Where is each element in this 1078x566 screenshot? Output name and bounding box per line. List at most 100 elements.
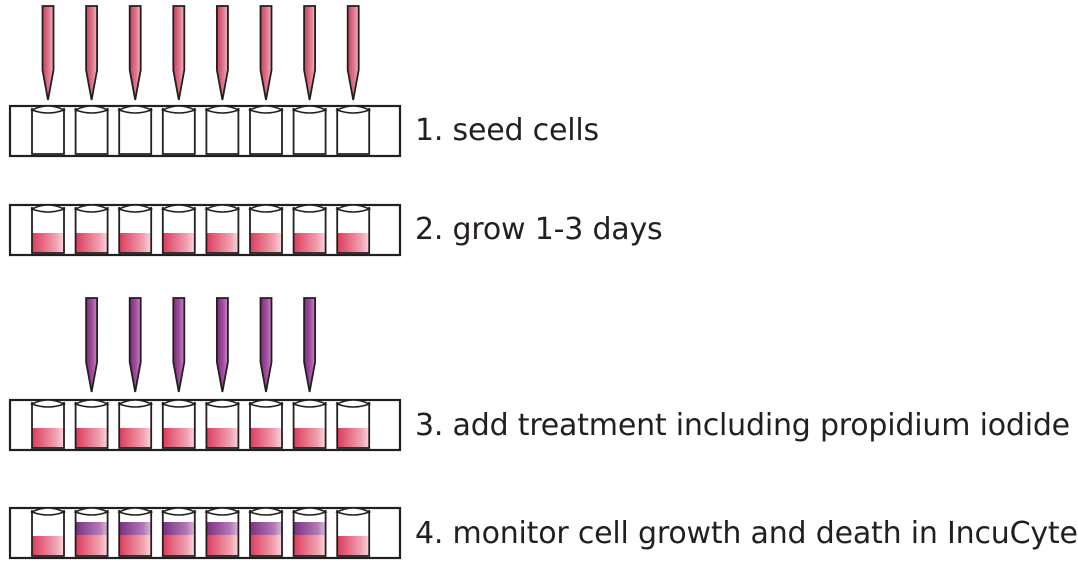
well-rim	[247, 105, 285, 114]
well	[204, 507, 241, 557]
well-wall	[336, 510, 371, 557]
well	[291, 204, 328, 254]
well	[29, 507, 67, 557]
medium-liquid	[119, 233, 152, 253]
treatment-liquid	[250, 522, 282, 536]
well-rim	[247, 204, 285, 213]
medium-liquid	[119, 428, 152, 448]
well-wall	[31, 510, 65, 557]
well-wall	[74, 510, 109, 557]
medium-liquid	[32, 536, 64, 556]
medium-liquid	[162, 428, 195, 448]
pink-pipette-icon	[41, 5, 55, 101]
well-rim	[335, 399, 372, 408]
well-rim	[335, 507, 372, 516]
medium-liquid	[119, 535, 152, 556]
medium-liquid	[293, 535, 326, 556]
well-wall	[336, 108, 371, 155]
well-wall	[161, 510, 196, 557]
well-wall	[292, 108, 327, 155]
well	[335, 105, 372, 155]
well-wall	[292, 402, 327, 449]
well-rim	[160, 507, 197, 516]
well-rim	[204, 507, 241, 516]
pink-pipette-icon	[216, 5, 229, 101]
treatment-liquid	[162, 522, 195, 536]
medium-liquid	[250, 428, 282, 448]
well-rim	[291, 399, 328, 408]
step-3-label: 3. add treatment including propidium iod…	[415, 408, 1070, 443]
well-wall	[74, 207, 109, 254]
well	[160, 399, 197, 449]
well-wall	[336, 207, 371, 254]
well	[160, 105, 197, 155]
well-rim	[117, 105, 154, 114]
well	[291, 399, 328, 449]
well-rim	[335, 105, 372, 114]
well-wall	[31, 108, 65, 155]
well-wall	[249, 108, 283, 155]
medium-liquid	[162, 233, 195, 253]
treatment-liquid	[75, 522, 108, 536]
well-wall	[161, 207, 196, 254]
well-wall	[249, 402, 283, 449]
well-wall	[118, 108, 153, 155]
plate-strip-2	[8, 203, 402, 257]
well	[117, 105, 154, 155]
medium-liquid	[206, 428, 239, 448]
well-wall	[292, 510, 327, 557]
well-rim	[29, 105, 67, 114]
purple-pipette-icon	[259, 297, 273, 393]
well-rim	[73, 204, 110, 213]
medium-liquid	[162, 535, 195, 556]
well	[117, 399, 154, 449]
treatment-liquid	[119, 522, 152, 536]
well-wall	[74, 108, 109, 155]
well-rim	[73, 399, 110, 408]
purple-pipette-icon	[172, 297, 186, 393]
well-rim	[160, 399, 197, 408]
plate-strip-1	[8, 5, 402, 158]
medium-liquid	[32, 428, 64, 448]
pink-pipette-icon	[259, 5, 273, 101]
well-wall	[205, 402, 240, 449]
medium-liquid	[293, 233, 326, 253]
well	[247, 105, 285, 155]
medium-liquid	[337, 428, 370, 448]
well-rim	[73, 105, 110, 114]
well-rim	[117, 507, 154, 516]
well-rim	[291, 507, 328, 516]
well	[247, 204, 285, 254]
step-1-label: 1. seed cells	[415, 113, 599, 148]
well	[291, 105, 328, 155]
pink-pipette-icon	[172, 5, 186, 101]
well-rim	[335, 204, 372, 213]
medium-liquid	[293, 428, 326, 448]
plate-strip-3	[8, 297, 402, 452]
well-wall	[205, 510, 240, 557]
step-2-label: 2. grow 1-3 days	[415, 212, 663, 247]
well-wall	[205, 207, 240, 254]
well	[160, 204, 197, 254]
medium-liquid	[250, 233, 282, 253]
well-rim	[291, 105, 328, 114]
well-rim	[247, 507, 285, 516]
purple-pipette-icon	[303, 297, 316, 393]
well-wall	[205, 108, 240, 155]
well	[247, 507, 285, 557]
pink-pipette-icon	[85, 5, 98, 101]
well-rim	[29, 204, 67, 213]
plate-strip-4	[8, 506, 402, 560]
well-rim	[29, 507, 67, 516]
medium-liquid	[206, 233, 239, 253]
well-rim	[29, 399, 67, 408]
medium-liquid	[75, 233, 108, 253]
well-rim	[204, 204, 241, 213]
well-wall	[249, 510, 283, 557]
pink-pipette-icon	[346, 5, 360, 101]
purple-pipette-icon	[128, 297, 142, 393]
medium-liquid	[32, 233, 64, 253]
well	[73, 105, 110, 155]
well-wall	[336, 402, 371, 449]
